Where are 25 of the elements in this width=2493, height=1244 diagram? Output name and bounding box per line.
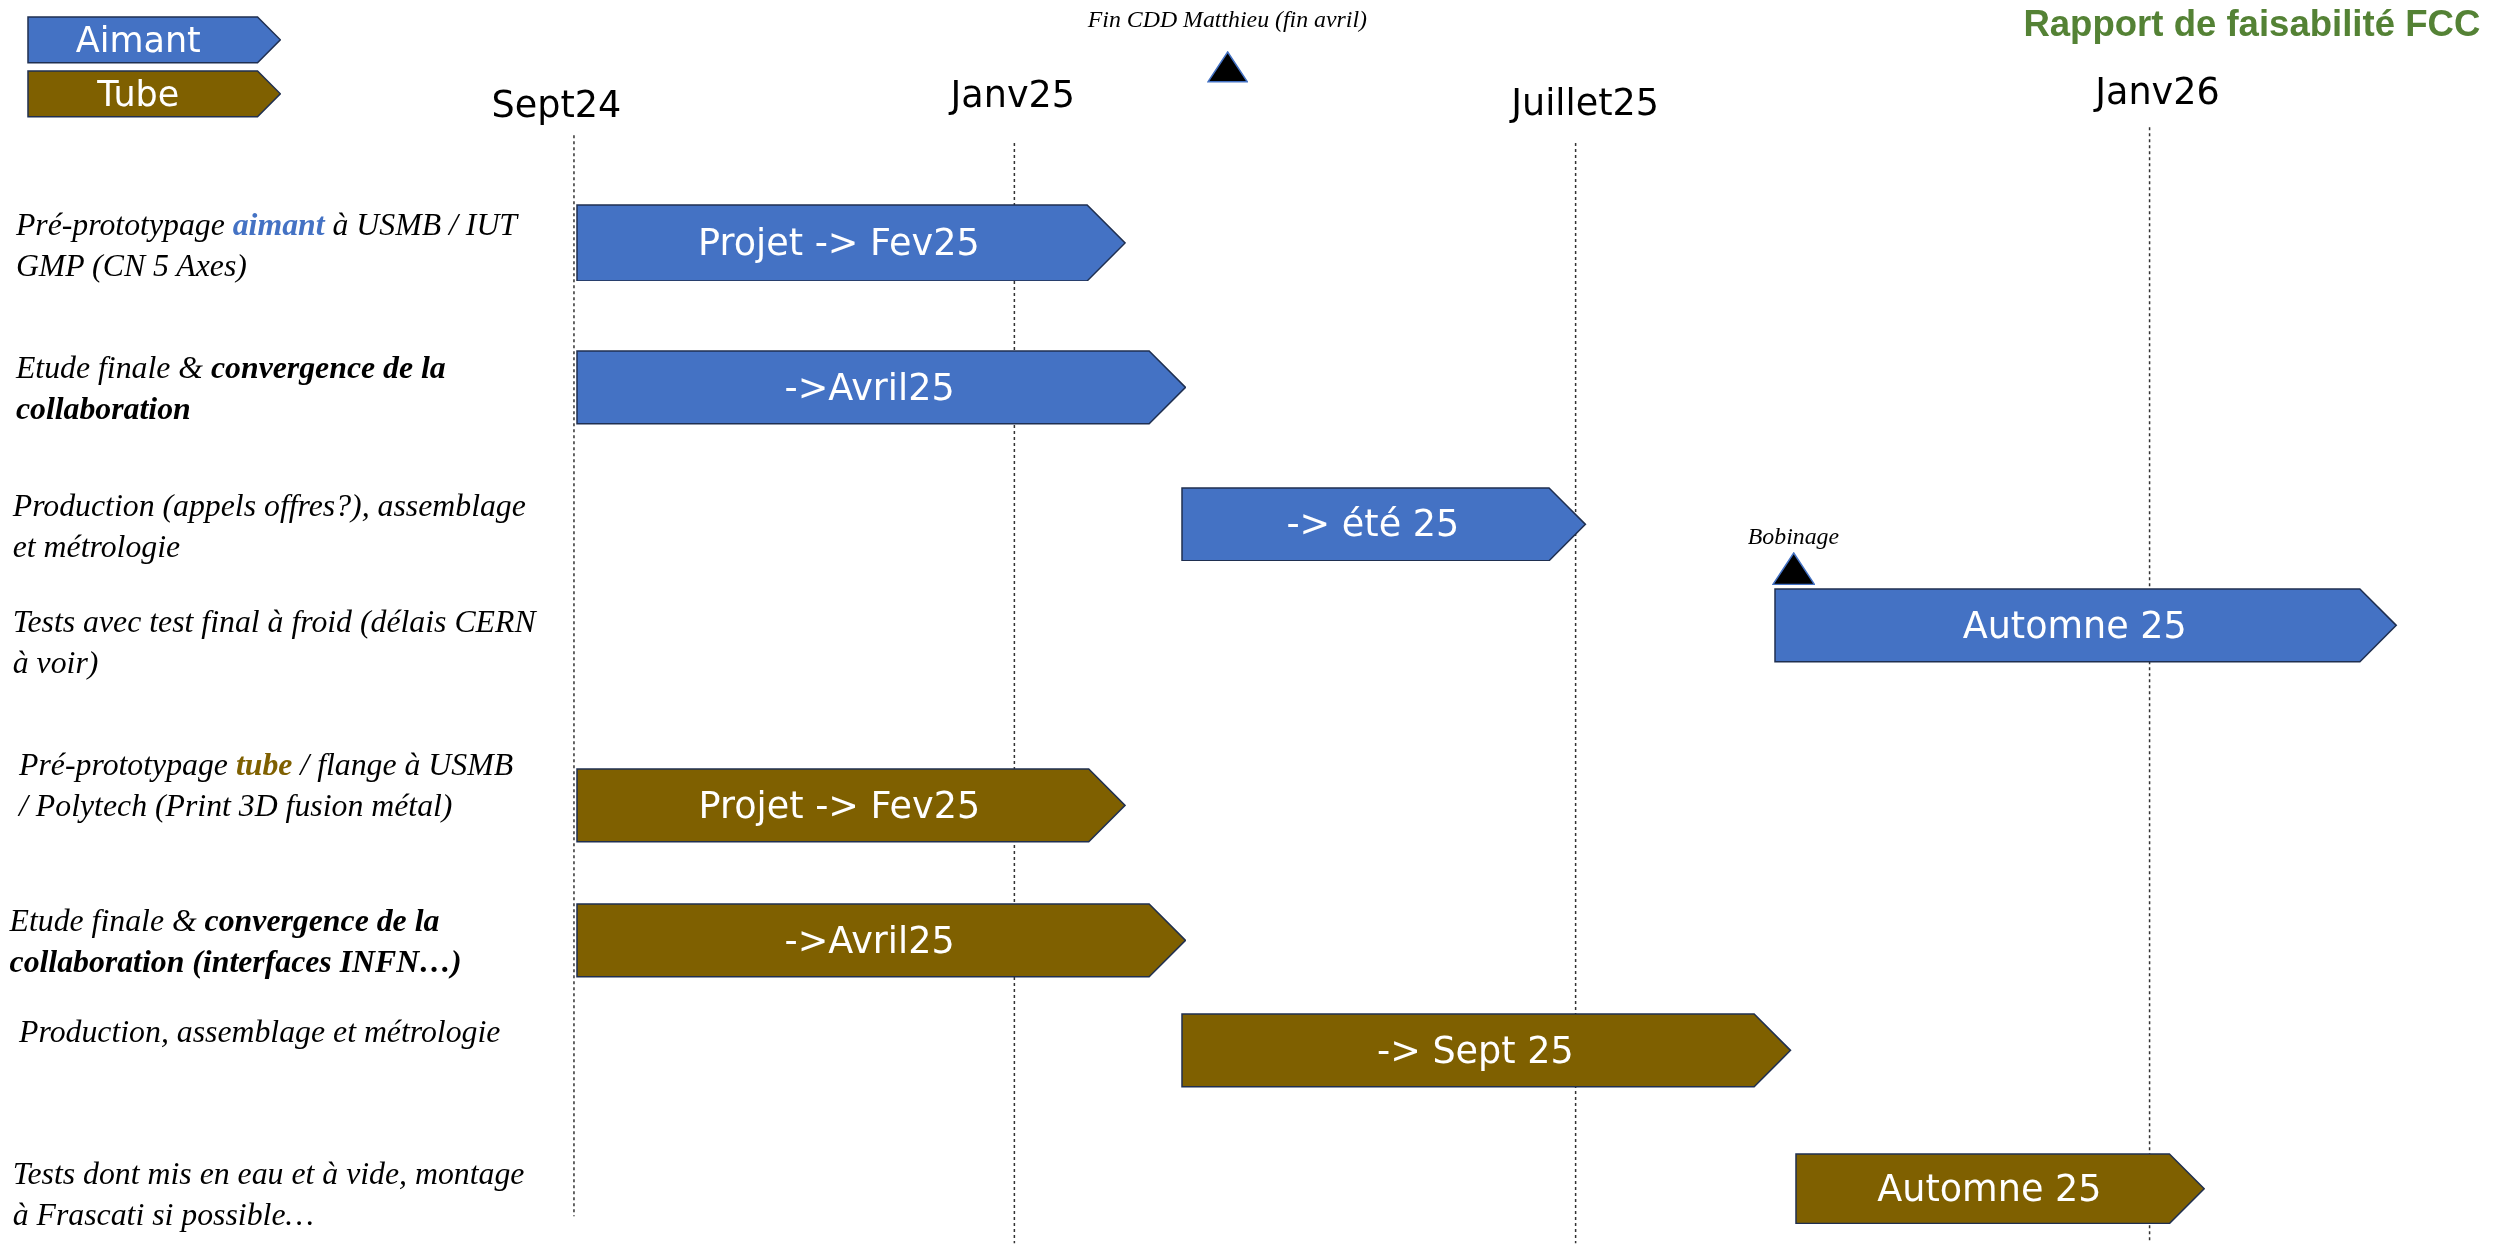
task-bar: ->Avril25 [575,349,1187,425]
task-description: Tests avec test final à froid (délais CERN à voir) [12,603,538,683]
task-description: Pré-prototypage tube / flange à USMB / Polytech (Print 3D fusion métal) [19,746,515,826]
task-bar: Automne 25 [1795,1152,2206,1225]
task-description: Etude finale & convergence de la collaboration (interfaces INFN…) [9,901,463,982]
milestone-label: Bobinage [1747,522,1840,550]
task-bar: Projet -> Fev25 [575,203,1126,282]
task-description: Tests dont mis en eau et à vide, montage à Frascati si possible… [12,1154,526,1234]
milestone-label: Fin CDD Matthieu (fin avril) [1087,5,1368,33]
task-bar: -> Sept 25 [1181,1012,1792,1088]
task-bar: Projet -> Fev25 [575,767,1126,843]
date-label: Sept24 [491,82,622,126]
legend-label: Tube [97,73,180,114]
task-description: Pré-prototypage aimant à USMB / IUT GMP (CN 5 Axes) [15,205,520,285]
task-bar: -> été 25 [1181,486,1587,562]
title: Rapport de faisabilité FCC [2023,3,2481,46]
task-description: Production (appels offres?), assemblage et métrologie [12,486,527,567]
date-label: Janv26 [2095,69,2220,113]
date-label: Janv25 [950,73,1075,117]
task-bar: ->Avril25 [575,903,1187,978]
date-label: Juillet25 [1511,81,1659,125]
task-description: Production, assemblage et métrologie [19,1013,502,1052]
legend-label: Aimant [75,19,201,60]
task-bar: Automne 25 [1774,588,2398,663]
task-description: Etude finale & convergence de la collaboration [15,348,447,428]
